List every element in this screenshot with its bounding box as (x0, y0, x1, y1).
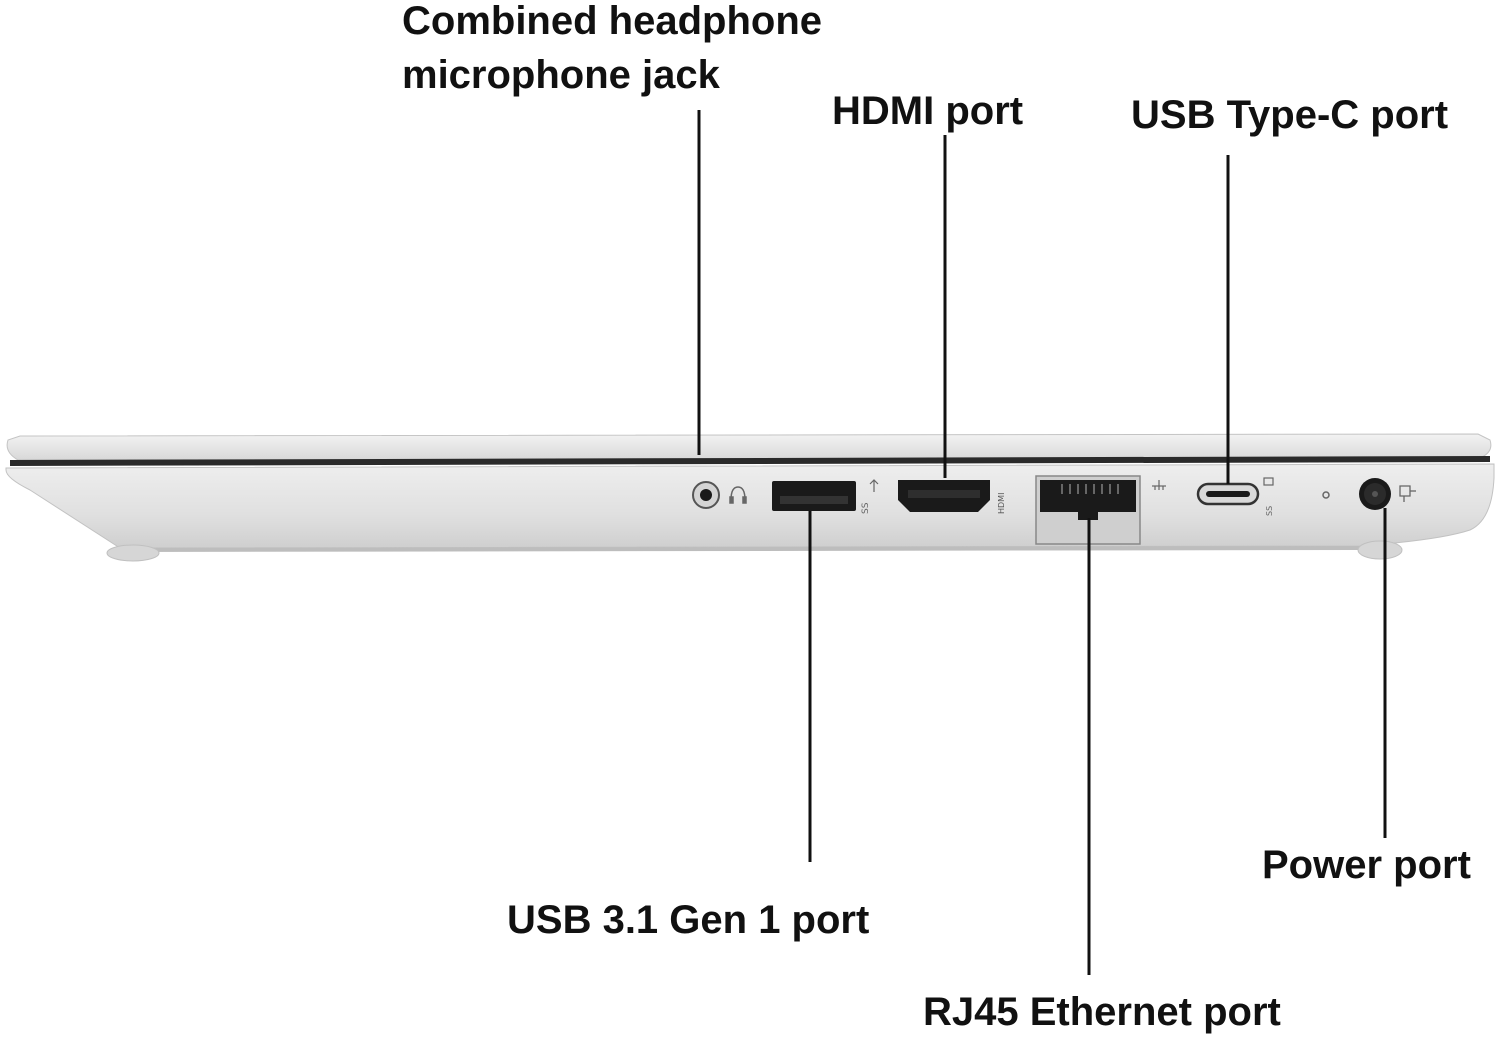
base-bottom-edge (120, 546, 1360, 552)
leader-lines (697, 110, 1387, 975)
lid-seam (10, 456, 1490, 466)
headphone-label-line1: Combined headphone (402, 0, 822, 43)
ethernet-icon (1152, 480, 1166, 490)
hdmi-label: HDMI port (832, 89, 1024, 133)
status-led (1322, 491, 1330, 499)
usb-ss-icon: SS (861, 479, 879, 514)
rubber-foot-left (106, 544, 160, 562)
rubber-foot-right (1357, 540, 1403, 560)
power-plug-icon (1399, 485, 1416, 502)
svg-text:SS: SS (861, 502, 871, 514)
usb-c-label: USB Type-C port (1131, 93, 1449, 137)
headphone-label-line2: microphone jack (402, 53, 720, 97)
rj45-label: RJ45 Ethernet port (923, 990, 1281, 1034)
rj45-contacts (1061, 484, 1119, 494)
usb-c-ss-icon: SS (1263, 477, 1274, 516)
svg-text:HDMI: HDMI (997, 493, 1006, 514)
laptop-lid (6, 433, 1492, 461)
power-label: Power port (1262, 843, 1471, 887)
svg-text:SS: SS (1265, 506, 1274, 516)
usb31-label: USB 3.1 Gen 1 port (507, 898, 870, 942)
headset-icon (729, 486, 747, 504)
rj45-port (1040, 480, 1136, 520)
hdmi-icon: HDMI (997, 493, 1006, 514)
